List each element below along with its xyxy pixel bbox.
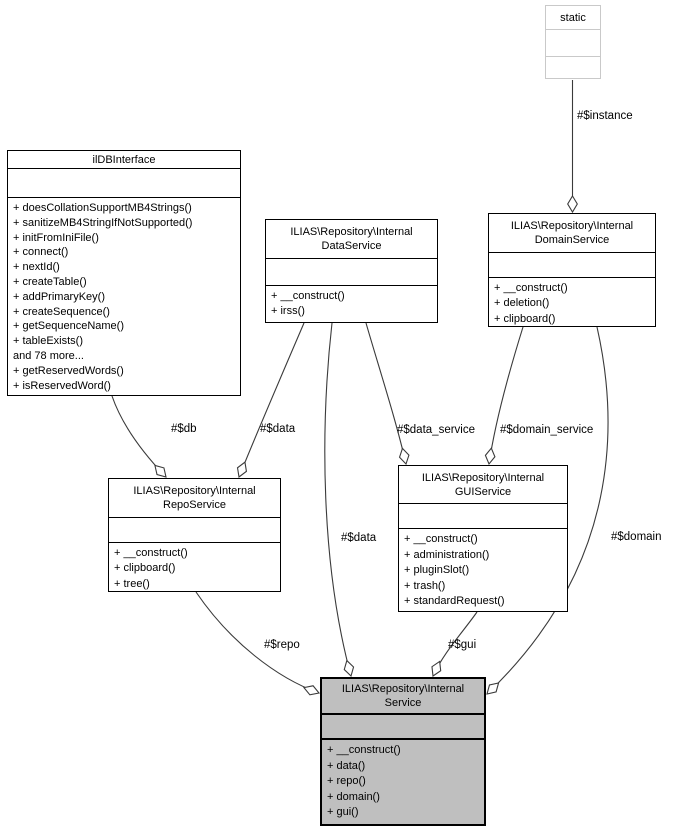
methods-compartment: + __construct() + administration() + plu… xyxy=(399,529,567,611)
methods-compartment: + doesCollationSupportMB4Strings() + san… xyxy=(8,198,240,395)
attributes-compartment xyxy=(399,504,567,529)
class-node-ildbinterface[interactable]: ilDBInterface + doesCollationSupportMB4S… xyxy=(7,150,241,396)
class-node-reposervice[interactable]: ILIAS\Repository\Internal RepoService + … xyxy=(108,478,281,592)
attributes-compartment xyxy=(546,30,600,57)
attributes-compartment xyxy=(322,715,484,740)
edge-data-to-service xyxy=(324,322,355,678)
edge-label-repo: #$repo xyxy=(264,639,300,651)
method: + clipboard() xyxy=(494,312,556,325)
methods-compartment: + __construct() + deletion() + clipboard… xyxy=(489,278,655,326)
method: + trash() xyxy=(404,579,446,592)
method: + nextId() xyxy=(13,261,60,274)
edge-label-db: #$db xyxy=(171,423,197,435)
method: + __construct() xyxy=(114,547,188,559)
attributes-compartment xyxy=(266,259,437,286)
class-title: ILIAS\Repository\Internal RepoService xyxy=(109,479,280,518)
edge-label-domain: #$domain xyxy=(611,531,662,543)
method: + __construct() xyxy=(494,282,568,294)
method: + connect() xyxy=(13,246,69,259)
method: + sanitizeMB4StringIfNotSupported() xyxy=(13,216,193,229)
edge-data-service-to-gui xyxy=(365,322,410,466)
method: + createTable() xyxy=(13,275,87,288)
edge-label-data-lower: #$data xyxy=(341,532,377,544)
method: + deletion() xyxy=(494,297,550,310)
method-ellipsis: and 78 more... xyxy=(13,349,84,362)
edge-label-domain-service: #$domain_service xyxy=(500,424,593,436)
edge-data-to-repo xyxy=(236,322,305,478)
method: + clipboard() xyxy=(114,562,176,575)
method: + standardRequest() xyxy=(404,595,505,608)
method: + tableExists() xyxy=(13,335,83,348)
method: + administration() xyxy=(404,548,490,561)
edge-repo-to-service xyxy=(195,591,321,696)
method: + pluginSlot() xyxy=(404,564,470,577)
method: + irss() xyxy=(271,305,305,318)
method: + initFromIniFile() xyxy=(13,231,99,244)
edge-gui-to-service xyxy=(431,611,478,677)
method: + __construct() xyxy=(327,744,401,756)
attributes-compartment xyxy=(8,169,240,198)
attributes-compartment xyxy=(489,253,655,278)
method: + isReservedWord() xyxy=(13,379,111,392)
class-title: ILIAS\Repository\Internal GUIService xyxy=(399,466,567,504)
methods-compartment: + __construct() + clipboard() + tree() xyxy=(109,543,280,591)
edge-label-gui: #$gui xyxy=(448,639,476,651)
edge-db xyxy=(111,395,167,478)
method: + doesCollationSupportMB4Strings() xyxy=(13,202,192,214)
method: + repo() xyxy=(327,775,366,788)
edge-label-instance: #$instance xyxy=(577,110,633,122)
method: + createSequence() xyxy=(13,305,110,318)
method: + addPrimaryKey() xyxy=(13,290,106,303)
attributes-compartment xyxy=(109,518,280,543)
methods-compartment: + __construct() + data() + repo() + doma… xyxy=(322,740,484,820)
class-title: static xyxy=(546,6,600,30)
class-title: ILIAS\Repository\Internal DomainService xyxy=(489,214,655,253)
method: + getReservedWords() xyxy=(13,364,124,377)
method: + __construct() xyxy=(271,290,345,302)
class-node-dataservice[interactable]: ILIAS\Repository\Internal DataService + … xyxy=(265,219,438,323)
methods-compartment: + __construct() + irss() xyxy=(266,286,437,322)
class-node-guiservice[interactable]: ILIAS\Repository\Internal GUIService + _… xyxy=(398,465,568,612)
edge-domain-to-service xyxy=(486,326,609,695)
edge-label-data-service: #$data_service xyxy=(397,424,475,436)
edge-domain-service-to-gui xyxy=(484,326,524,466)
class-title: ilDBInterface xyxy=(8,151,240,169)
class-node-service-current[interactable]: ILIAS\Repository\Internal Service + __co… xyxy=(320,677,486,826)
method: + __construct() xyxy=(404,533,478,545)
method: + data() xyxy=(327,759,366,772)
class-node-static: static xyxy=(545,5,601,79)
edge-label-data-upper: #$data xyxy=(260,423,296,435)
methods-compartment xyxy=(546,57,600,78)
method: + tree() xyxy=(114,577,150,590)
method: + getSequenceName() xyxy=(13,320,124,333)
class-node-domainservice[interactable]: ILIAS\Repository\Internal DomainService … xyxy=(488,213,656,327)
method: + domain() xyxy=(327,790,380,803)
method: + gui() xyxy=(327,806,359,819)
class-title: ILIAS\Repository\Internal DataService xyxy=(266,220,437,259)
class-title: ILIAS\Repository\Internal Service xyxy=(322,679,484,715)
